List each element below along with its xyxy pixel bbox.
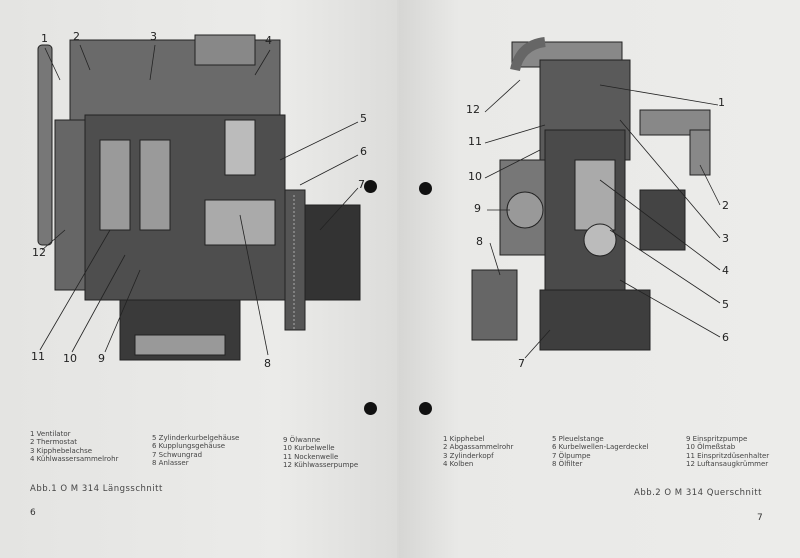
- legend-column: 9 Ölwanne 10 Kurbelwelle 11 Nockenwelle …: [283, 436, 358, 469]
- legend-item: 3 Zylinderkopf: [443, 451, 494, 460]
- callout-7: 7: [518, 357, 525, 370]
- callout-3: 3: [722, 232, 729, 245]
- callout-3: 3: [150, 30, 157, 43]
- legend-item: 7 Schwungrad: [152, 450, 203, 459]
- callout-12: 12: [32, 246, 46, 259]
- legend-column: 1 Kipphebel 2 Abgassammelrohr 3 Zylinder…: [443, 435, 513, 468]
- callout-8: 8: [264, 357, 271, 370]
- callout-5: 5: [360, 112, 367, 125]
- callout-6: 6: [360, 145, 367, 158]
- page-number: 7: [757, 513, 763, 523]
- legend-item: 12 Kühlwasserpumpe: [283, 460, 359, 469]
- callout-2: 2: [73, 30, 80, 43]
- legend-item: 8 Anlasser: [152, 458, 189, 467]
- legend-item: 3 Kipphebelachse: [30, 446, 93, 455]
- legend-item: 11 Einspritzdüsenhalter: [686, 451, 770, 460]
- legend-item: 9 Einspritzpumpe: [686, 435, 748, 443]
- legend-item: 5 Zylinderkurbelgehäuse: [152, 434, 240, 442]
- legend-item: 6 Kupplungsgehäuse: [152, 442, 226, 451]
- legend-item: 8 Ölfilter: [552, 459, 583, 468]
- legend-column: 5 Zylinderkurbelgehäuse 6 Kupplungsgehäu…: [152, 434, 239, 467]
- legend-item: 10 Ölmeßstab: [686, 443, 736, 452]
- callout-2: 2: [722, 199, 729, 212]
- legend-item: 4 Kolben: [443, 459, 474, 468]
- legend-item: 1 Kipphebel: [443, 435, 485, 443]
- callout-10: 10: [63, 352, 77, 365]
- legend-item: 2 Abgassammelrohr: [443, 443, 514, 452]
- binder-hole: [419, 402, 432, 415]
- callout-7: 7: [358, 178, 365, 191]
- callout-11: 11: [31, 350, 45, 363]
- callout-8: 8: [476, 235, 483, 248]
- legend-column: 5 Pleuelstange 6 Kurbelwellen-Lagerdecke…: [552, 435, 648, 468]
- callout-9: 9: [98, 352, 105, 365]
- callout-6: 6: [722, 331, 729, 344]
- callout-4: 4: [722, 264, 729, 277]
- figure-caption: Abb.1 O M 314 Längsschnitt: [30, 484, 163, 494]
- callout-12: 12: [466, 103, 480, 116]
- figure-caption: Abb.2 O M 314 Querschnitt: [634, 488, 762, 498]
- page-number: 6: [30, 508, 36, 518]
- callout-11: 11: [468, 135, 482, 148]
- legend-item: 4 Kühlwassersammelrohr: [30, 454, 119, 463]
- legend-item: 10 Kurbelwelle: [283, 444, 335, 453]
- legend-item: 2 Thermostat: [30, 438, 77, 447]
- legend-item: 1 Ventilator: [30, 430, 71, 438]
- callout-1: 1: [41, 32, 48, 45]
- callout-4: 4: [265, 34, 272, 47]
- callout-9: 9: [474, 202, 481, 215]
- legend-item: 5 Pleuelstange: [552, 435, 604, 443]
- legend-item: 9 Ölwanne: [283, 436, 321, 444]
- legend-item: 12 Luftansaugkrümmer: [686, 459, 769, 468]
- cross-section-drawing: [471, 37, 711, 351]
- longitudinal-section-drawing: [37, 34, 361, 361]
- callout-1: 1: [718, 96, 725, 109]
- binder-hole: [364, 402, 377, 415]
- callout-5: 5: [722, 298, 729, 311]
- legend-column: 9 Einspritzpumpe 10 Ölmeßstab 11 Einspri…: [686, 435, 769, 468]
- callout-10: 10: [468, 170, 482, 183]
- binder-hole: [419, 182, 432, 195]
- legend-item: 11 Nockenwelle: [283, 452, 339, 461]
- binder-hole: [364, 180, 377, 193]
- legend-item: 7 Ölpumpe: [552, 451, 591, 460]
- legend-column: 1 Ventilator 2 Thermostat 3 Kipphebelach…: [30, 430, 118, 463]
- legend-item: 6 Kurbelwellen-Lagerdeckel: [552, 443, 649, 452]
